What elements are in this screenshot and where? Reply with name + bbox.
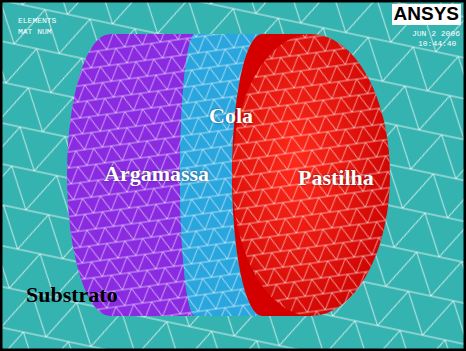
- material-region: Cola: [209, 104, 253, 128]
- date-stamp: JUN 2 2006: [412, 30, 460, 39]
- view-mode: MAT NUM: [18, 28, 52, 37]
- region-label: Pastilha: [298, 166, 374, 190]
- region-label: Cola: [209, 104, 253, 128]
- tile-face-mesh: [232, 34, 390, 316]
- material-region: Pastilha: [298, 166, 374, 190]
- view-title: ELEMENTS: [18, 17, 56, 26]
- region-label: Argamassa: [104, 162, 209, 186]
- part-name: Substrato: [26, 283, 118, 307]
- software-logo: ANSYS: [392, 4, 461, 25]
- material-region: Argamassa: [104, 162, 209, 186]
- time-stamp: 10:44:40: [418, 40, 456, 49]
- tile-face: [232, 34, 390, 316]
